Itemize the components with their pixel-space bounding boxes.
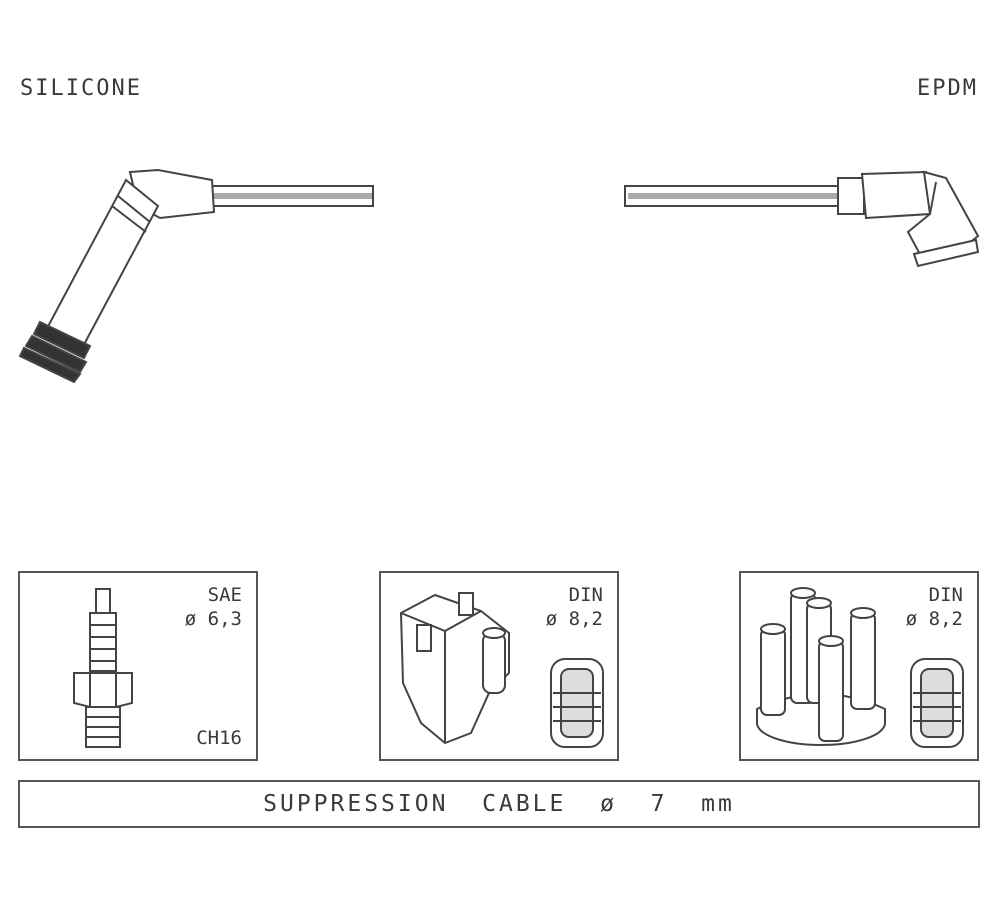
spark-plug-code: CH16: [196, 727, 242, 749]
spec-diameter: ø 8,2: [545, 608, 603, 630]
din-terminal-icon: [910, 658, 964, 748]
silicone-boot: [18, 168, 216, 384]
epdm-label: EPDM: [917, 76, 978, 101]
spec-diameter: ø 8,2: [905, 608, 963, 630]
epdm-cable: [624, 185, 841, 207]
epdm-boot: [837, 170, 980, 268]
spark-plug-icon: [73, 588, 133, 748]
wire-ends-drawing: [18, 168, 980, 384]
spec-standard: DIN: [928, 584, 963, 606]
silicone-cable: [207, 185, 374, 207]
distributor-cap-icon: [756, 587, 964, 748]
silicone-label: SILICONE: [20, 76, 142, 101]
din-terminal-icon: [550, 658, 604, 748]
suppression-cable-text: SUPPRESSION CABLE ø 7 mm: [263, 791, 735, 817]
ignition-coil-icon: [399, 592, 604, 748]
suppression-cable-bar: SUPPRESSION CABLE ø 7 mm: [18, 780, 980, 828]
spec-diameter: ø 6,3: [184, 608, 242, 630]
spec-standard: SAE: [207, 584, 242, 606]
spec-standard: DIN: [568, 584, 603, 606]
